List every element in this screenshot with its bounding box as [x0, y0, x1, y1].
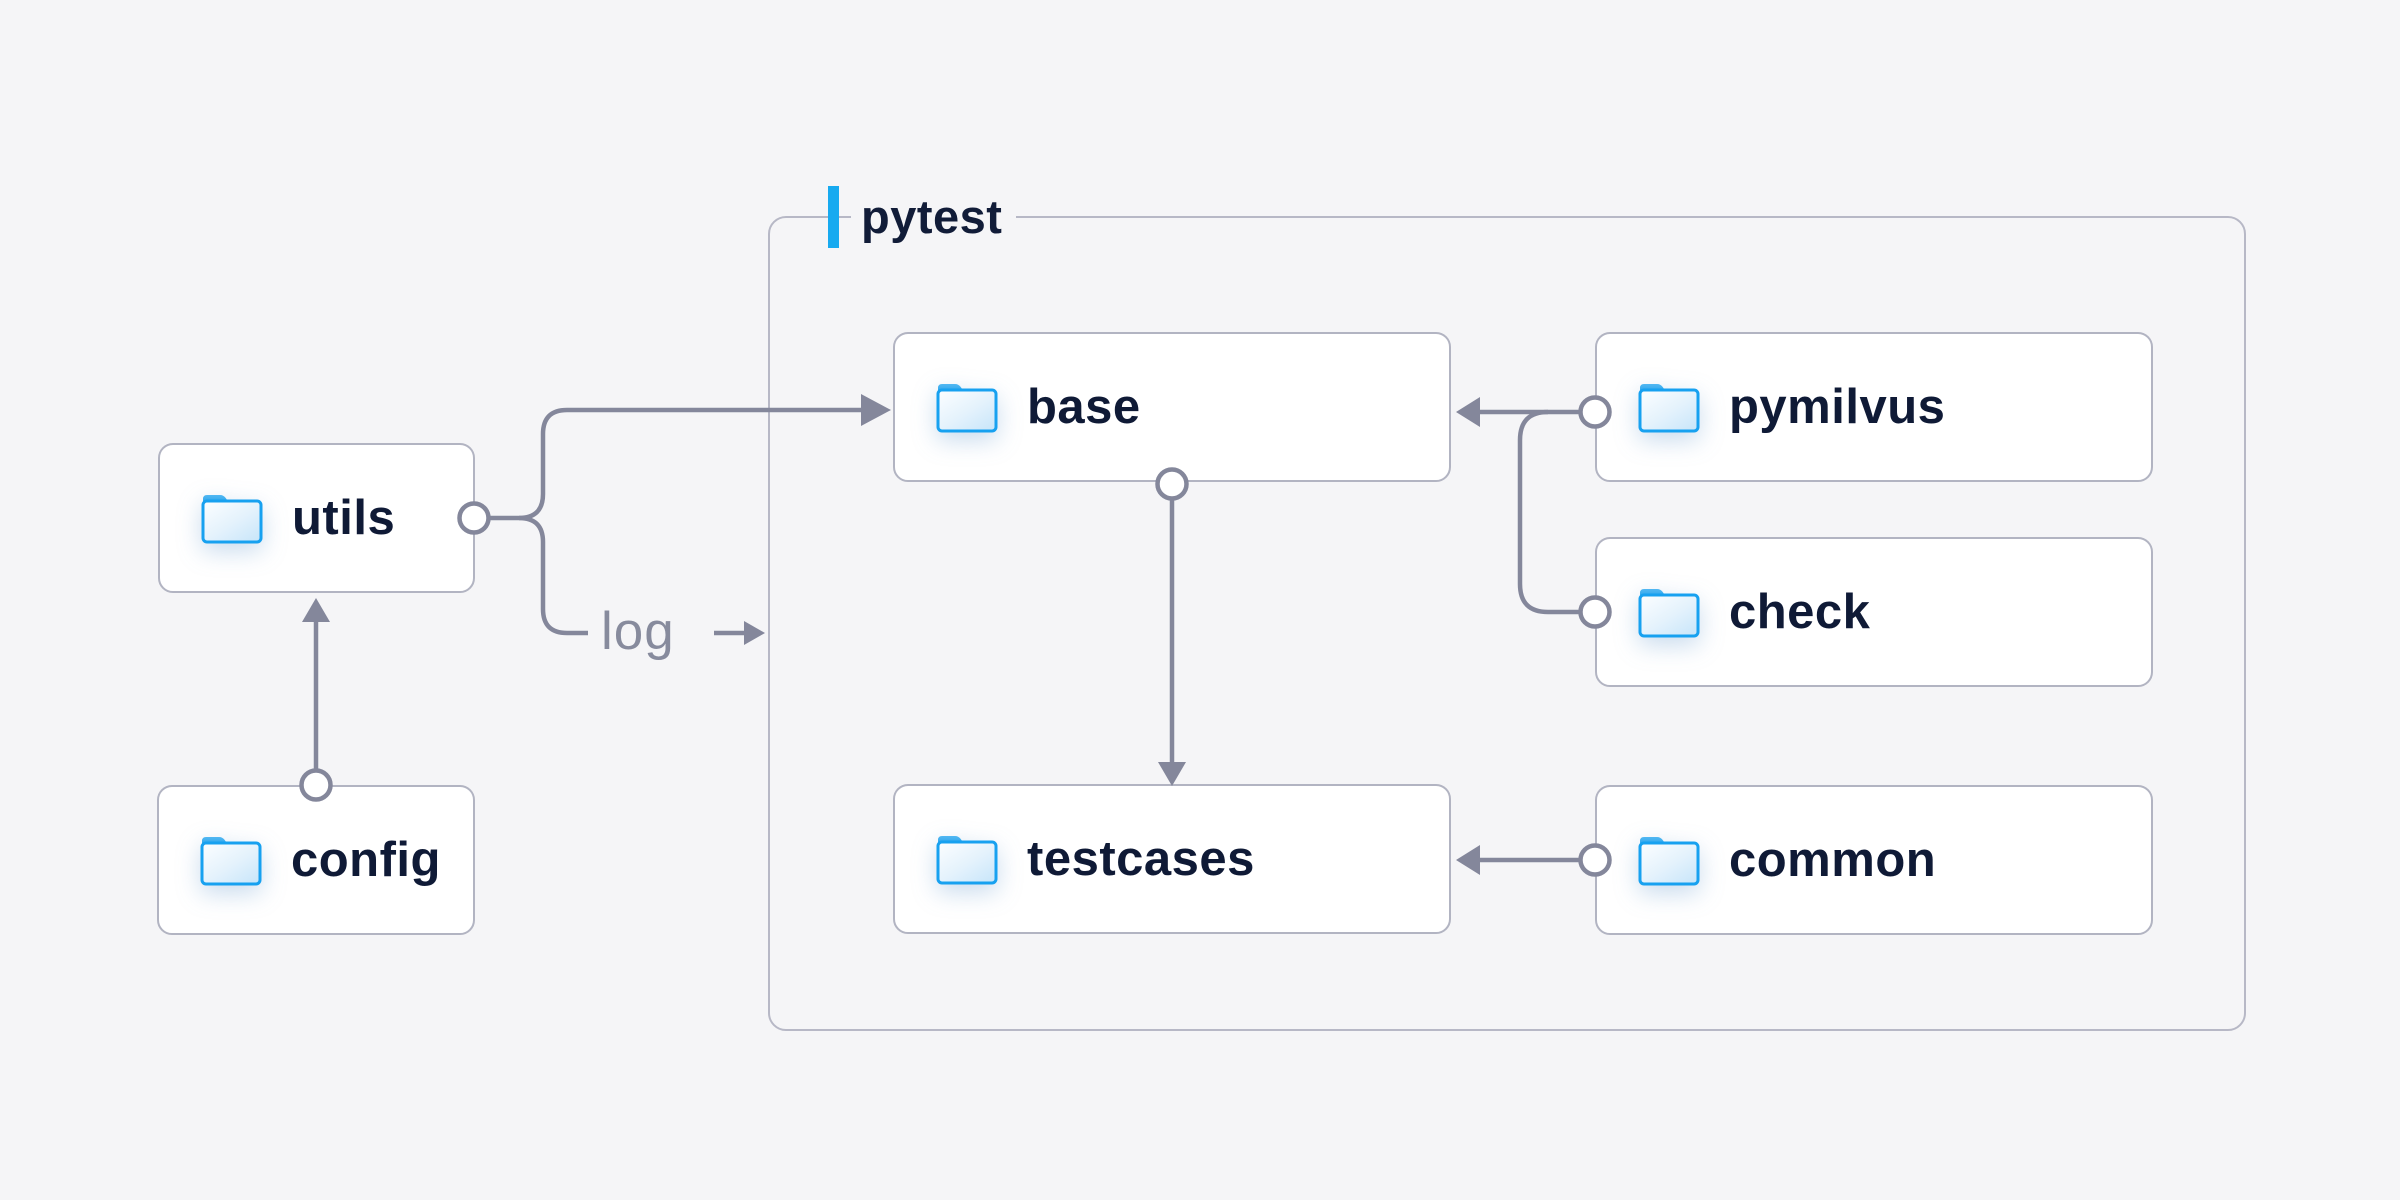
node-check-label: check [1729, 585, 1871, 639]
edge-config-utils [299, 598, 333, 802]
node-pymilvus: pymilvus [1595, 332, 2153, 482]
node-testcases-label: testcases [1027, 832, 1255, 886]
edge-base-testcases [1155, 467, 1189, 786]
node-utils-label: utils [292, 491, 396, 545]
edge-common-testcases [1456, 843, 1612, 877]
node-common: common [1595, 785, 2153, 935]
edge-utils-base [489, 394, 891, 521]
node-check: check [1595, 537, 2153, 687]
node-config-label: config [291, 833, 441, 887]
log-edge-label: log [601, 602, 675, 661]
node-utils: utils [158, 443, 475, 593]
node-config: config [157, 785, 475, 935]
accent-bar [828, 186, 839, 248]
pytest-container-label: pytest [828, 186, 1017, 248]
utils-port-circle [457, 501, 491, 535]
edge-pymilvus-base [1456, 395, 1612, 429]
pytest-title: pytest [851, 186, 1017, 248]
node-common-label: common [1729, 833, 1937, 887]
node-testcases: testcases [893, 784, 1451, 934]
node-base: base [893, 332, 1451, 482]
node-base-label: base [1027, 380, 1141, 434]
edge-check-base [1517, 409, 1612, 629]
edge-utils-log [518, 515, 765, 645]
node-pymilvus-label: pymilvus [1729, 380, 1946, 434]
pytest-container [768, 216, 2246, 1031]
